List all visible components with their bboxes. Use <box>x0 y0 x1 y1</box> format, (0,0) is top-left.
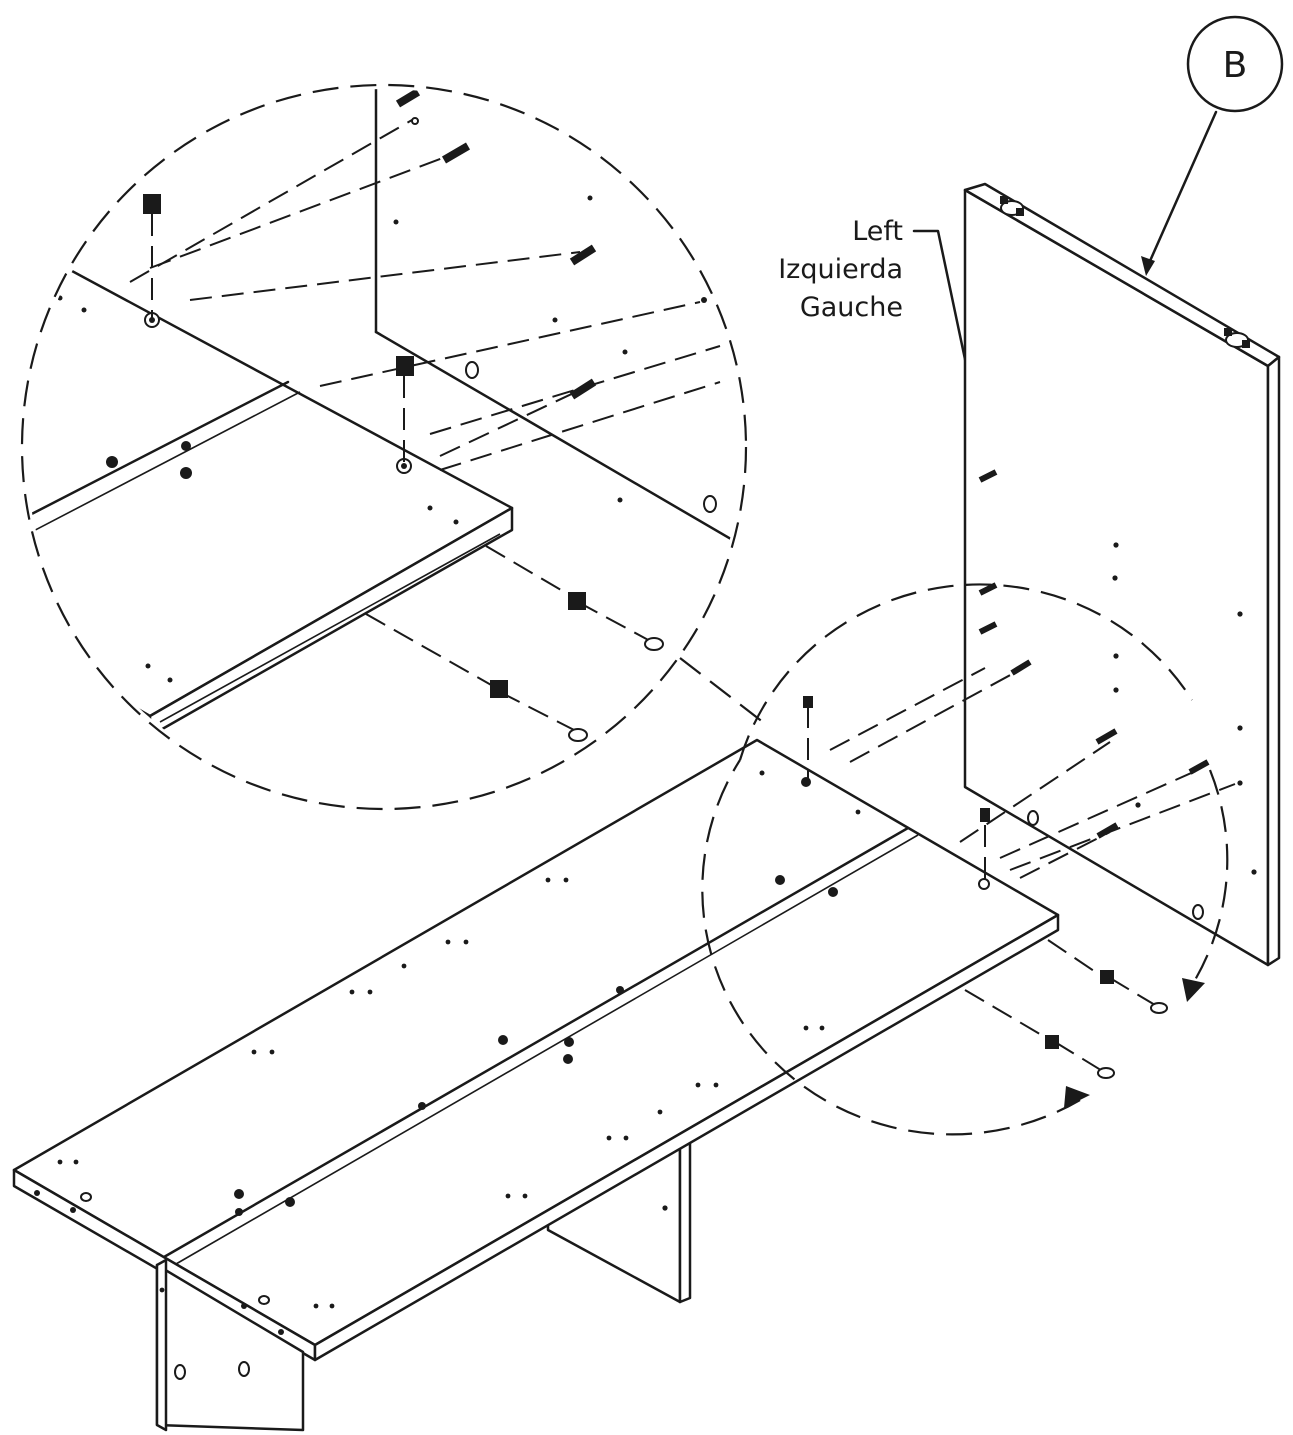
cam-bolt-icon <box>644 637 664 651</box>
label-left-fr: Gauche <box>800 292 903 323</box>
dowel-icon <box>803 696 813 708</box>
top-board-right-edge <box>313 913 1060 1362</box>
detail-circle-small <box>701 583 1229 1136</box>
side-label: Left Izquierda Gauche <box>778 216 996 486</box>
callout-arrowhead <box>1141 256 1155 276</box>
cam-bolt-icon <box>1150 1002 1168 1014</box>
dowel-icon <box>980 808 990 822</box>
callout-b: B <box>1141 15 1284 276</box>
cam-lock-icon <box>1224 328 1250 348</box>
cam-bolt-icon <box>1097 1067 1115 1079</box>
cam-bolt-icon <box>568 728 588 742</box>
back-leg-edge <box>678 1141 692 1304</box>
dowel-icon <box>978 582 998 596</box>
dowel-icon <box>395 89 421 108</box>
side-panel-side-edge <box>1266 355 1281 967</box>
cam-lock-icon <box>1000 196 1024 216</box>
cam-lock-icon <box>568 592 586 610</box>
dowel-icon <box>1095 728 1118 745</box>
cam-lock-icon <box>396 356 414 376</box>
cam-lock-icon <box>143 194 161 214</box>
front-leg-edge <box>155 1258 168 1432</box>
dowel-icon <box>569 244 597 266</box>
cam-lock-icon <box>1100 970 1114 984</box>
cam-lock-icon <box>1045 1035 1059 1049</box>
rotation-arrow-icon <box>1064 1086 1090 1108</box>
cam-lock-icon <box>490 680 508 698</box>
callout-letter: B <box>1223 45 1248 86</box>
label-left-es: Izquierda <box>778 254 903 285</box>
dowel-icon <box>1188 759 1210 775</box>
dowel-icon <box>978 469 998 483</box>
explode-lines-main <box>803 667 1236 1079</box>
side-panel-b <box>963 182 1281 967</box>
dowel-icon <box>441 142 471 164</box>
dowel-icon <box>1010 659 1032 676</box>
label-left-en: Left <box>852 216 903 247</box>
detail-connector <box>679 657 769 727</box>
dowel-icon <box>978 621 998 635</box>
main-assembly <box>12 738 1060 1432</box>
rotation-arrow-icon <box>1182 978 1205 1002</box>
detail-circle-large <box>20 83 748 811</box>
callout-leader <box>1144 110 1218 272</box>
dowel-icon <box>569 378 597 400</box>
